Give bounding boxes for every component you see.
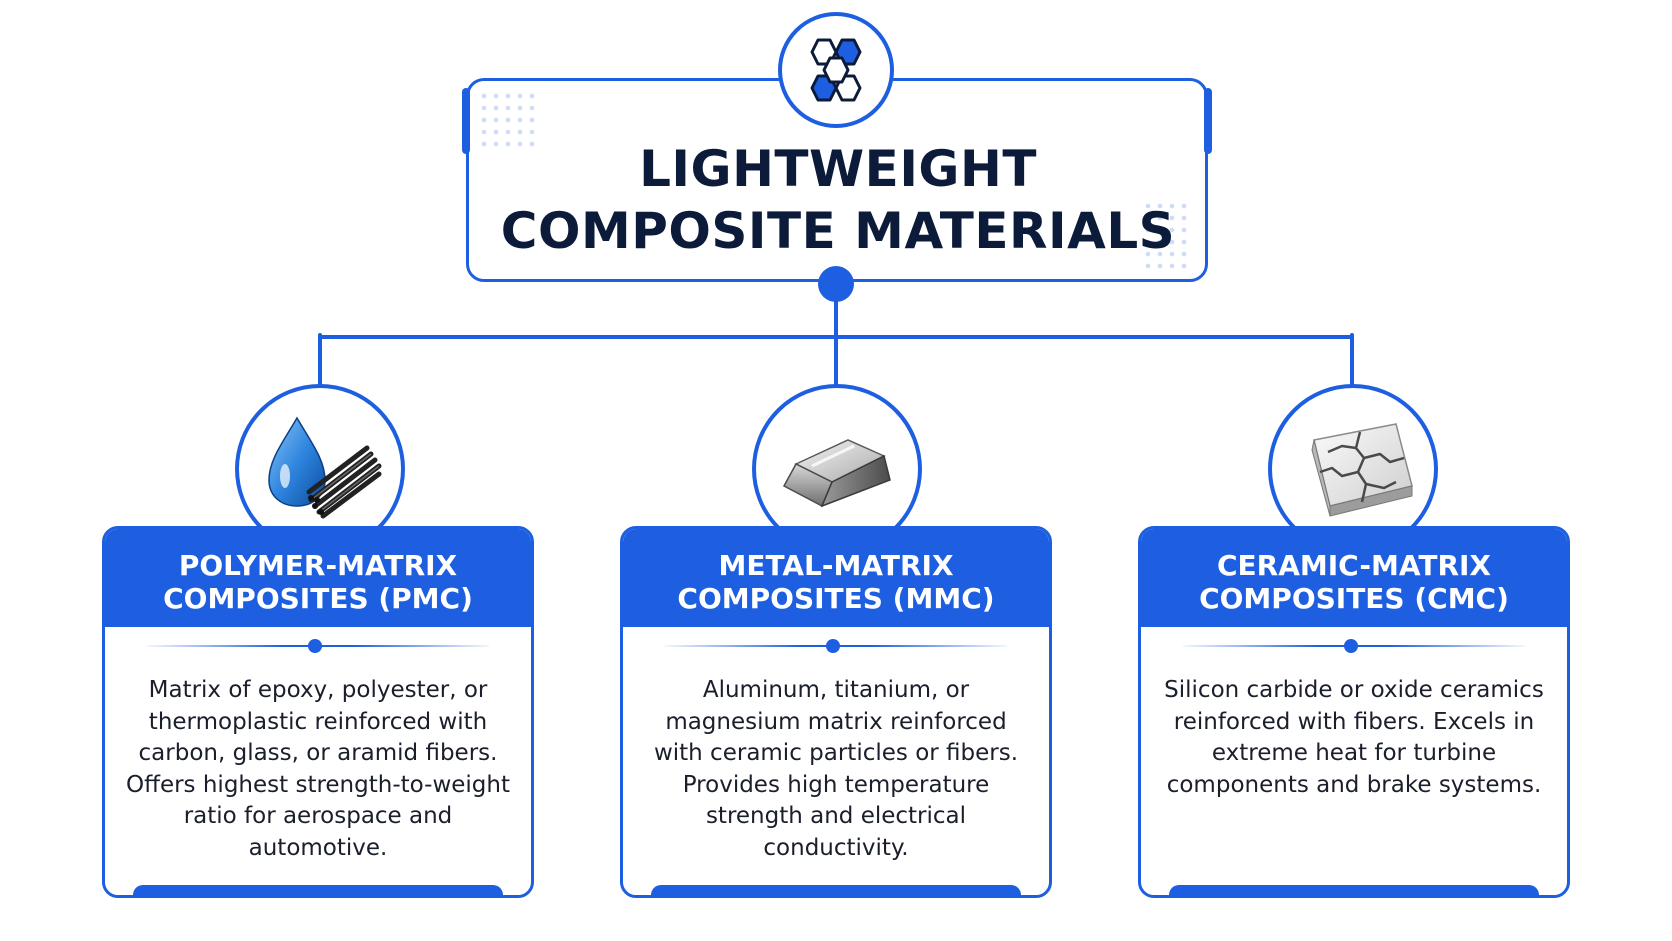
pmc-card-header: POLYMER-MATRIX COMPOSITES (PMC) <box>105 529 531 627</box>
title-accent-left <box>462 88 470 154</box>
resin-drop-and-fiber-bundle-icon <box>268 416 382 519</box>
cmc-divider-dot <box>1344 639 1358 653</box>
title-line-1: LIGHTWEIGHT <box>639 140 1037 198</box>
pmc-divider-dot <box>308 639 322 653</box>
pmc-card-footer <box>133 885 503 895</box>
honeycomb-hexagons-icon <box>810 38 862 102</box>
pmc-card-title: POLYMER-MATRIX COMPOSITES (PMC) <box>105 549 531 615</box>
mmc-icon-badge <box>752 384 922 554</box>
pmc-card: POLYMER-MATRIX COMPOSITES (PMC) Matrix o… <box>102 526 534 898</box>
metal-ingot-icon <box>782 439 891 508</box>
title-line-2: COMPOSITE MATERIALS <box>500 202 1176 260</box>
cmc-icon-badge <box>1268 384 1438 554</box>
page-title: LIGHTWEIGHT COMPOSITE MATERIALS <box>470 138 1206 262</box>
mmc-title-line-2: COMPOSITES (MMC) <box>677 582 995 615</box>
cmc-card-footer <box>1169 885 1539 895</box>
mmc-card-header: METAL-MATRIX COMPOSITES (MMC) <box>623 529 1049 627</box>
cracked-ceramic-tile-icon <box>1311 423 1413 517</box>
cmc-card-header: CERAMIC-MATRIX COMPOSITES (CMC) <box>1141 529 1567 627</box>
pmc-title-line-2: COMPOSITES (PMC) <box>163 582 473 615</box>
cmc-card-title: CERAMIC-MATRIX COMPOSITES (CMC) <box>1141 549 1567 615</box>
dot-pattern-right <box>1142 200 1194 270</box>
mmc-title-line-1: METAL-MATRIX <box>718 549 954 582</box>
mmc-card: METAL-MATRIX COMPOSITES (MMC) Aluminum, … <box>620 526 1052 898</box>
pmc-icon-badge <box>235 384 405 554</box>
dot-pattern-left <box>478 90 540 150</box>
pmc-description: Matrix of epoxy, polyester, or thermopla… <box>126 677 510 861</box>
title-accent-right <box>1204 88 1212 154</box>
cmc-title-line-2: COMPOSITES (CMC) <box>1199 582 1509 615</box>
mmc-card-footer <box>651 885 1021 895</box>
logo-badge <box>778 12 894 128</box>
mmc-divider-dot <box>826 639 840 653</box>
cmc-title-line-1: CERAMIC-MATRIX <box>1216 549 1492 582</box>
mmc-card-title: METAL-MATRIX COMPOSITES (MMC) <box>623 549 1049 615</box>
cmc-description: Silicon carbide or oxide ceramics reinfo… <box>1164 677 1544 798</box>
cmc-card: CERAMIC-MATRIX COMPOSITES (CMC) Silicon … <box>1138 526 1570 898</box>
pmc-title-line-1: POLYMER-MATRIX <box>178 549 458 582</box>
mmc-description: Aluminum, titanium, or magnesium matrix … <box>653 677 1019 861</box>
hub-dot <box>818 266 854 302</box>
